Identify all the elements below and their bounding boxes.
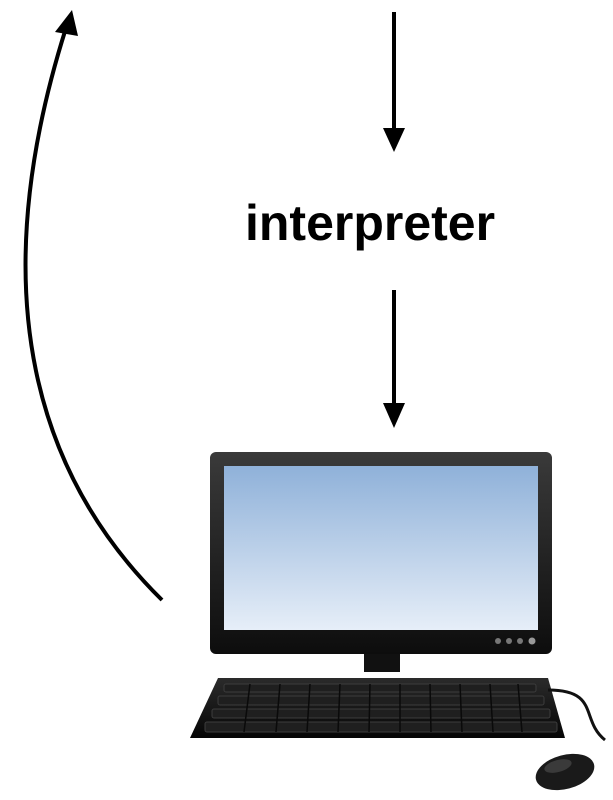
keyboard-keys xyxy=(204,683,558,733)
monitor-neck xyxy=(364,654,400,672)
monitor-screen xyxy=(224,466,538,630)
interpreter-label: interpreter xyxy=(245,195,496,251)
mouse xyxy=(535,753,595,791)
arrow-top-to-interpreter xyxy=(383,12,405,152)
mouse-cable xyxy=(547,688,606,742)
desktop-computer-icon xyxy=(190,452,606,791)
arrow-interpreter-to-computer xyxy=(383,290,405,428)
feedback-curved-arrow xyxy=(23,10,164,602)
